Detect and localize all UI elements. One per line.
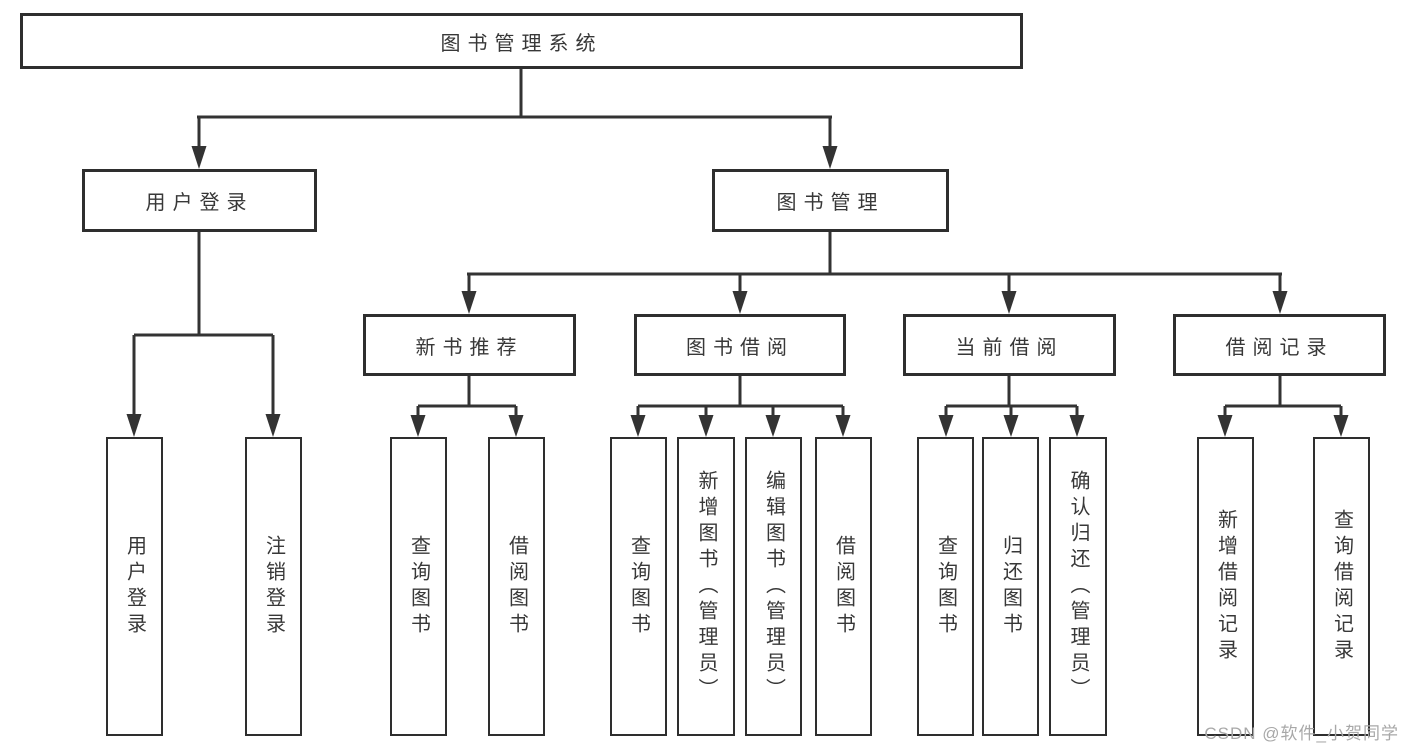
leaf-borrow-query-books: 查询图书 bbox=[610, 437, 667, 736]
leaf-borrow-edit-books-admin: 编辑图书（管理员） bbox=[745, 437, 802, 736]
leaf-current-query-books: 查询图书 bbox=[917, 437, 974, 736]
watermark-csdn: CSDN @软件_小贺同学 bbox=[1204, 724, 1399, 743]
leaf-current-confirm-return-admin: 确认归还（管理员） bbox=[1049, 437, 1107, 736]
leaf-records-query-record: 查询借阅记录 bbox=[1313, 437, 1370, 736]
node-book-borrowing: 图书借阅 bbox=[634, 314, 846, 376]
node-user-login: 用户登录 bbox=[82, 169, 317, 232]
leaf-borrow-add-books-admin: 新增图书（管理员） bbox=[677, 437, 735, 736]
node-current-borrowing: 当前借阅 bbox=[903, 314, 1116, 376]
leaf-rec-query-books: 查询图书 bbox=[390, 437, 447, 736]
node-book-management: 图书管理 bbox=[712, 169, 949, 232]
node-library-management-system: 图书管理系统 bbox=[20, 13, 1023, 69]
leaf-rec-borrow-books: 借阅图书 bbox=[488, 437, 545, 736]
leaf-borrow-borrow-books: 借阅图书 bbox=[815, 437, 872, 736]
leaf-records-add-record: 新增借阅记录 bbox=[1197, 437, 1254, 736]
leaf-current-return-books: 归还图书 bbox=[982, 437, 1039, 736]
leaf-logout: 注销登录 bbox=[245, 437, 302, 736]
node-new-book-recommendation: 新书推荐 bbox=[363, 314, 576, 376]
leaf-user-login: 用户登录 bbox=[106, 437, 163, 736]
node-borrowing-records: 借阅记录 bbox=[1173, 314, 1386, 376]
